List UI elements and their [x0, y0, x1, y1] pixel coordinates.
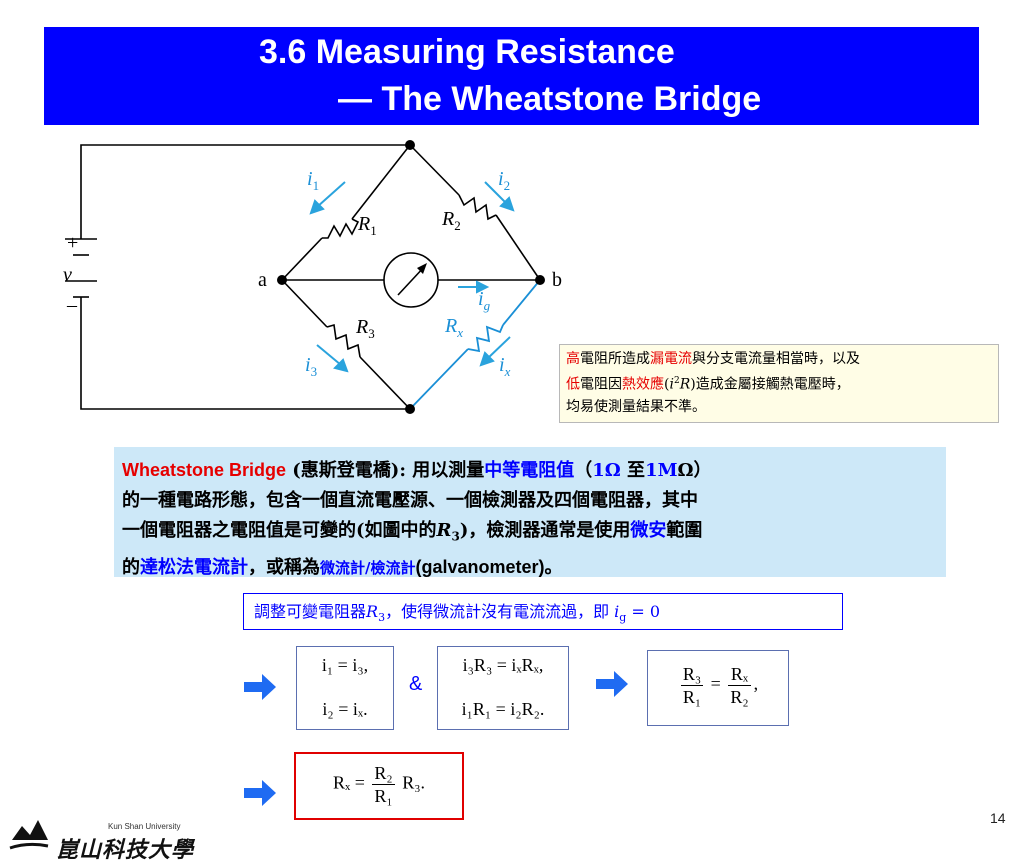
description-box: Wheatstone Bridge (惠斯登電橋): 用以測量中等電阻值（1Ω … [114, 447, 946, 578]
logo-mark-icon [9, 820, 49, 850]
slide-title-line2: — The Wheatstone Bridge [338, 80, 762, 118]
plus-label: + [67, 232, 78, 254]
minus-label: – [66, 294, 78, 316]
node-b-label: b [552, 269, 562, 291]
current-label-i1: i1 [307, 168, 319, 193]
note-box: 高電阻所造成漏電流與分支電流量相當時，以及 低電阻因熱效應(i2R)造成金屬接觸… [559, 344, 999, 423]
right-arrow-icon [596, 671, 628, 697]
equation-currents: i₁ = i₃, i₂ = iₓ. [296, 646, 394, 730]
current-label-i2: i2 [498, 168, 510, 193]
term-wheatstone-bridge: Wheatstone Bridge [122, 460, 287, 480]
current-label-i3: i3 [305, 354, 317, 379]
resistor-label-r1: R1 [357, 213, 377, 238]
balance-condition-box: 調整可變電阻器R3，使得微流計沒有電流流過，即 ig = 0 [243, 593, 843, 630]
ampersand-label: & [409, 673, 423, 695]
title-bar [44, 27, 979, 125]
page-number: 14 [990, 810, 1006, 826]
resistor-label-r3: R3 [355, 316, 375, 341]
resistor-label-r2: R2 [441, 208, 461, 233]
current-label-ix: ix [499, 354, 511, 379]
current-label-ig: ig [478, 288, 491, 313]
university-logo: Kun Shan University 崑山科技大學 [8, 802, 218, 863]
slide-title-line1: 3.6 Measuring Resistance [259, 33, 675, 71]
source-label: v [63, 264, 72, 286]
right-arrow-icon [244, 780, 276, 806]
wheatstone-bridge-circuit: + v – a b i1 i2 i3 ix ig R1 R2 R3 Rx [63, 140, 562, 414]
equation-voltages: i₃R₃ = iₓRₓ, i₁R₁ = i₂R₂. [437, 646, 569, 730]
resistor-label-rx: Rx [444, 315, 463, 340]
node-a-label: a [258, 269, 267, 291]
university-name-en: Kun Shan University [108, 822, 181, 831]
university-name-cn: 崑山科技大學 [56, 837, 195, 863]
right-arrow-icon [244, 674, 276, 700]
